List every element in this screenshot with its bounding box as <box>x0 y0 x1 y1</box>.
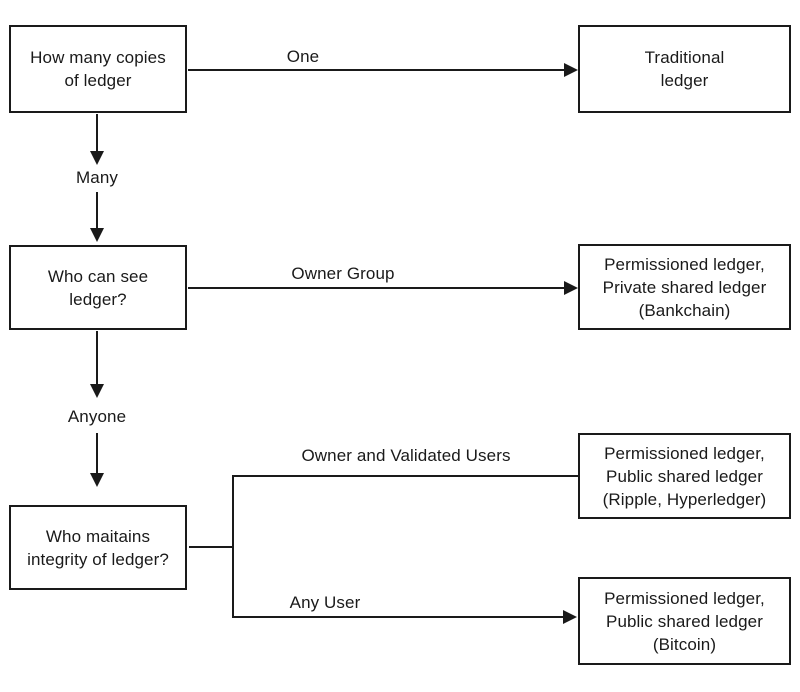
edge-label-owner-and-validated-users: Owner and Validated Users <box>301 446 511 465</box>
edge-label-anyone: Anyone <box>67 407 127 426</box>
edge-label-one: One <box>286 47 320 66</box>
node-permissioned-public-ripple-hyperledger: Permissioned ledger, Public shared ledge… <box>578 433 791 519</box>
node-who-maintains-integrity: Who maitains integrity of ledger? <box>9 505 187 590</box>
node-how-many-copies: How many copies of ledger <box>9 25 187 113</box>
node-permissioned-private-bankchain: Permissioned ledger, Private shared ledg… <box>578 244 791 330</box>
node-who-can-see-ledger: Who can see ledger? <box>9 245 187 330</box>
arrowhead-right-one <box>564 63 578 77</box>
edge-label-any-user: Any User <box>289 593 361 612</box>
edge-label-owner-group: Owner Group <box>291 264 395 283</box>
edge-label-many: Many <box>76 168 118 187</box>
arrowhead-down-many-upper <box>90 151 104 165</box>
arrowhead-right-owner-group <box>564 281 578 295</box>
arrowhead-down-anyone-upper <box>90 384 104 398</box>
node-traditional-ledger: Traditional ledger <box>578 25 791 113</box>
arrowhead-right-any-user <box>563 610 577 624</box>
arrowhead-down-anyone-lower <box>90 473 104 487</box>
arrowhead-down-many-lower <box>90 228 104 242</box>
node-permissioned-public-bitcoin: Permissioned ledger, Public shared ledge… <box>578 577 791 665</box>
